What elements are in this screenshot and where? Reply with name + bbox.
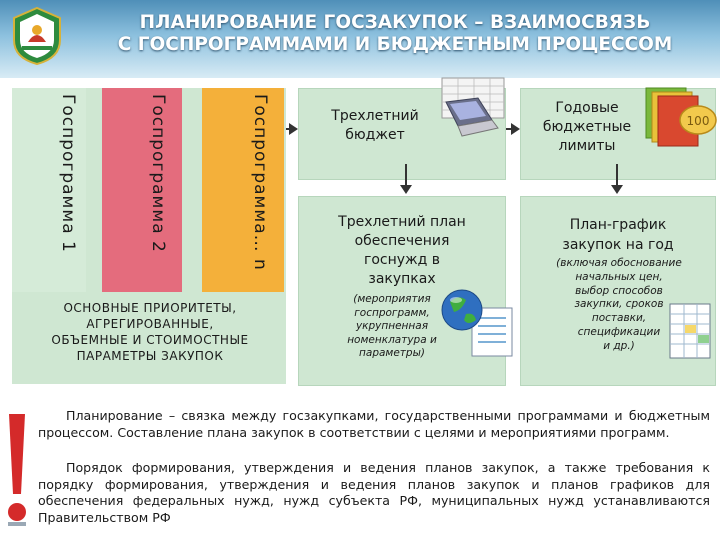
schedule-line-2: закупок на год: [562, 237, 674, 253]
budget-label: Трехлетний бюджет: [305, 107, 445, 145]
schedule-note-line-5: поставки,: [591, 312, 647, 325]
plan-note-line-3: укрупненная: [355, 320, 429, 332]
plan-note-line-2: госпрограмм,: [354, 306, 430, 319]
plan-line-1: Трехлетний план: [338, 214, 466, 230]
emblem-icon: [13, 6, 61, 66]
plan-label: Трехлетний план обеспечения госнужд в за…: [299, 213, 505, 289]
header-banner: [0, 0, 720, 78]
limits-line-2: бюджетные: [542, 119, 632, 135]
arrow-budget-to-plan: [400, 164, 412, 194]
plan-line-4: закупках: [368, 271, 436, 287]
arrow-budget-to-limits: [506, 123, 520, 135]
plan-note-line-1: (мероприятия: [353, 293, 431, 305]
budget-line-1: Трехлетний: [331, 108, 419, 124]
laptop-icon: [441, 77, 505, 137]
globe-documents-icon: [441, 289, 513, 357]
spreadsheet-icon: [669, 303, 711, 359]
schedule-line-1: План-график: [569, 217, 667, 233]
program-2-label: Госпрограмма 2: [148, 94, 168, 253]
priorities-line-2: АГРЕГИРОВАННЫЕ,: [86, 317, 214, 331]
plan-note-line-5: параметры): [359, 347, 425, 359]
paragraph-procedure: Порядок формирования, утверждения и веде…: [38, 460, 710, 525]
arrow-limits-to-schedule: [611, 164, 623, 194]
plan-line-2: обеспечения: [354, 233, 450, 249]
schedule-note-line-4: закупки, сроков: [574, 298, 664, 311]
schedule-note-line-6: спецификации: [577, 325, 661, 338]
paragraph-planning: Планирование – связка между госзакупками…: [38, 408, 710, 440]
program-1-label: Госпрограмма 1: [58, 94, 78, 253]
page-title: ПЛАНИРОВАНИЕ ГОСЗАКУПОК – ВЗАИМОСВЯЗЬ С …: [70, 12, 720, 56]
folders-coin-icon: 100: [645, 87, 717, 147]
program-2-strip: Госпрограмма 2: [102, 88, 182, 292]
limits-line-3: лимиты: [558, 138, 616, 154]
schedule-label: План-график закупок на год: [521, 215, 715, 255]
schedule-note-line-3: выбор способов: [575, 284, 663, 297]
program-1-strip: Госпрограмма 1: [12, 88, 86, 292]
title-line-1: ПЛАНИРОВАНИЕ ГОСЗАКУПОК – ВЗАИМОСВЯЗЬ: [139, 12, 651, 33]
plan-note: (мероприятия госпрограмм, укрупненная но…: [337, 293, 447, 361]
title-line-2: С ГОСПРОГРАММАМИ И БЮДЖЕТНЫМ ПРОЦЕССОМ: [117, 34, 673, 55]
schedule-note-line-2: начальных цен,: [575, 270, 663, 283]
program-n-strip: Госпрограмма… n: [202, 88, 284, 292]
priorities-line-4: ПАРАМЕТРЫ ЗАКУПОК: [76, 349, 224, 363]
limits-line-1: Годовые: [555, 100, 619, 116]
plan-line-3: госнужд в: [363, 252, 441, 268]
program-n-label: Госпрограмма… n: [250, 94, 270, 271]
priorities-line-1: ОСНОВНЫЕ ПРИОРИТЕТЫ,: [63, 301, 237, 315]
schedule-note-line-7: и др.): [603, 339, 635, 352]
limits-label: Годовые бюджетные лимиты: [527, 99, 647, 156]
budget-line-2: бюджет: [345, 127, 405, 143]
schedule-note: (включая обоснование начальных цен, выбо…: [529, 257, 709, 354]
plan-note-line-4: номенклатура и: [347, 333, 437, 346]
schedule-note-line-1: (включая обоснование: [556, 257, 682, 269]
coin-label: 100: [687, 114, 710, 128]
exclamation-icon: [8, 414, 26, 526]
arrow-programs-to-budget: [286, 123, 298, 135]
priorities-line-3: ОБЪЕМНЫЕ И СТОИМОСТНЫЕ: [51, 333, 249, 347]
priorities-text: ОСНОВНЫЕ ПРИОРИТЕТЫ, АГРЕГИРОВАННЫЕ, ОБЪ…: [24, 300, 276, 364]
three-year-plan-box: Трехлетний план обеспечения госнужд в за…: [298, 196, 506, 386]
